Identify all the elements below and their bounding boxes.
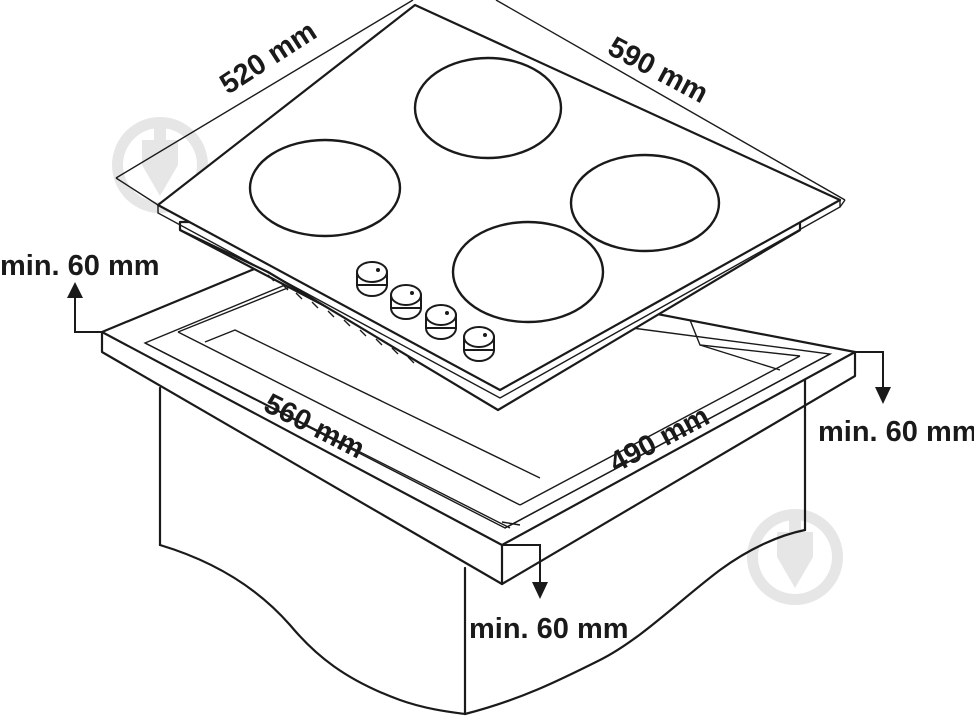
clearance-arrow-back bbox=[67, 282, 102, 333]
dimension-lines bbox=[115, 0, 846, 529]
control-knob-4 bbox=[463, 326, 495, 362]
watermark-logo-right bbox=[747, 509, 843, 605]
cooking-zone-back-right bbox=[413, 56, 563, 160]
clearance-arrow-side bbox=[855, 351, 891, 404]
label-clearance-back: min. 60 mm bbox=[0, 250, 160, 282]
control-knob-1 bbox=[356, 261, 388, 297]
control-knob-3 bbox=[425, 304, 457, 340]
cabinet bbox=[158, 378, 807, 716]
hob bbox=[156, 3, 842, 412]
hob-side-vents bbox=[267, 274, 415, 364]
control-knob-2 bbox=[390, 284, 422, 320]
label-hob-depth: 520 mm bbox=[214, 15, 322, 101]
label-clearance-front: min. 60 mm bbox=[469, 613, 629, 645]
clearance-arrow-front bbox=[502, 544, 548, 599]
cooking-zone-front bbox=[451, 220, 605, 324]
watermark-logo-left bbox=[112, 117, 208, 213]
cooking-zone-right bbox=[569, 153, 721, 253]
label-clearance-side: min. 60 mm bbox=[818, 416, 974, 448]
cooking-zone-back-left bbox=[248, 138, 402, 238]
